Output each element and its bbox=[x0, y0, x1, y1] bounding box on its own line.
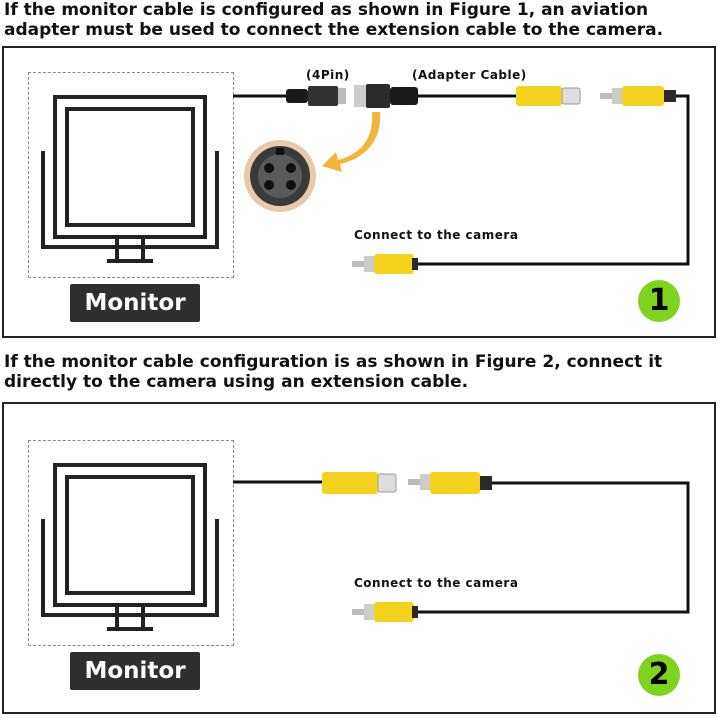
camera-label: Connect to the camera bbox=[354, 228, 519, 242]
rca-connector-icon bbox=[516, 86, 581, 106]
rca-connector-icon bbox=[600, 86, 676, 106]
monitor-label: Monitor bbox=[70, 284, 200, 322]
monitor-icon bbox=[41, 95, 219, 263]
aviation-connector-icon bbox=[244, 140, 316, 212]
monitor-frame bbox=[28, 440, 234, 646]
monitor-label: Monitor bbox=[70, 652, 200, 690]
extension-cable bbox=[416, 481, 690, 614]
rca-connector-icon bbox=[408, 472, 492, 494]
adapter-label: (Adapter Cable) bbox=[412, 68, 527, 82]
camera-label: Connect to the camera bbox=[354, 576, 519, 590]
extension-cable bbox=[416, 94, 690, 266]
figure1-panel: Monitor bbox=[2, 46, 716, 338]
figure1-wiring bbox=[233, 84, 690, 274]
figure2-badge: 2 bbox=[638, 654, 680, 696]
figure2-caption: If the monitor cable configuration is as… bbox=[4, 352, 663, 392]
arrow-icon bbox=[322, 112, 381, 172]
monitor-frame bbox=[28, 72, 234, 278]
figure2-panel: Monitor Connect to the camera 2 bbox=[2, 402, 716, 714]
rca-connector-icon bbox=[352, 254, 418, 274]
figure1-caption: If the monitor cable is configured as sh… bbox=[4, 0, 664, 40]
monitor-icon bbox=[41, 463, 219, 631]
figure2-wiring bbox=[233, 472, 690, 622]
figure1-badge: 1 bbox=[638, 280, 680, 322]
aviation-connector-icon bbox=[286, 84, 418, 108]
pin-label: (4Pin) bbox=[306, 68, 350, 82]
rca-connector-icon bbox=[352, 602, 418, 622]
rca-connector-icon bbox=[322, 472, 397, 494]
